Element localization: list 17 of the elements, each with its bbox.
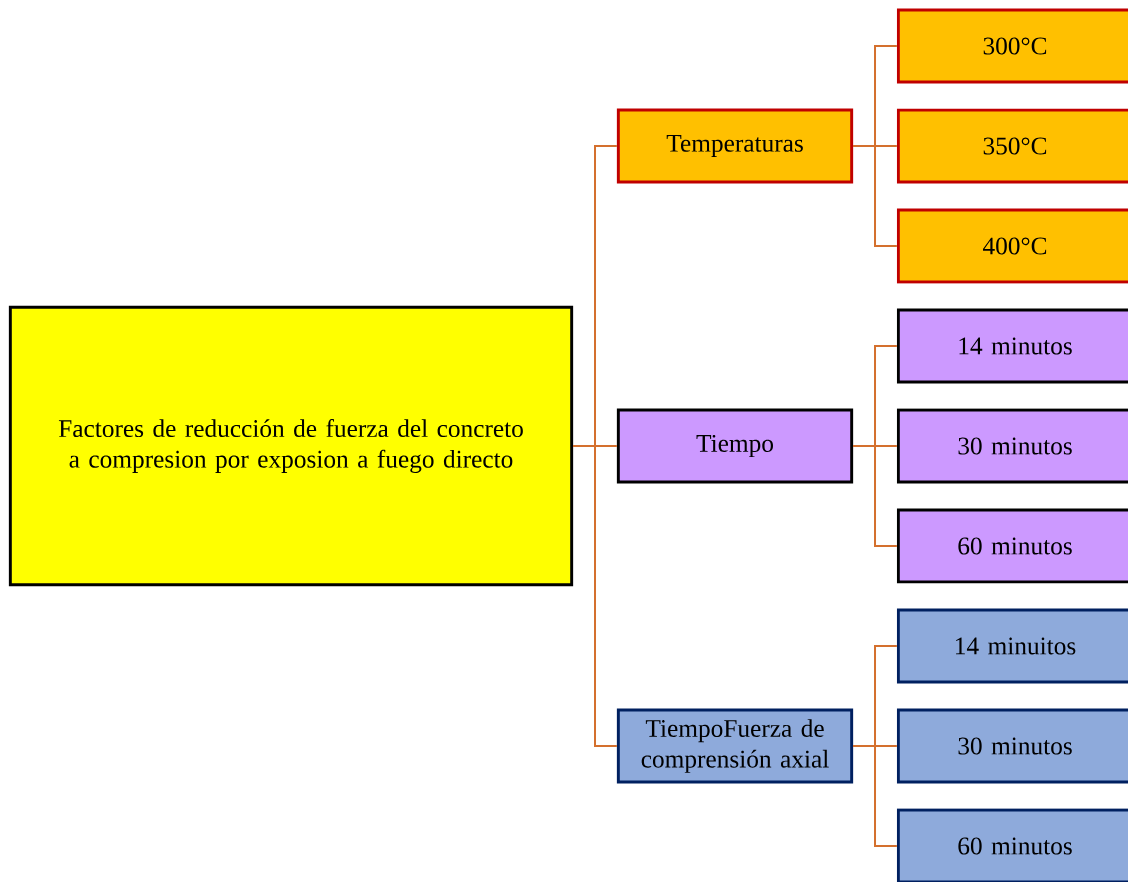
process-box: 400°C bbox=[896, 208, 1128, 284]
connector-line bbox=[852, 445, 898, 547]
process-box: TiempoFuerza de comprensión axial bbox=[616, 708, 854, 784]
process-box: 30 minutos bbox=[896, 408, 1128, 484]
process-box: 60 minutos bbox=[896, 808, 1128, 882]
process-box: 14 minutos bbox=[896, 308, 1128, 384]
process-box: 60 minutos bbox=[896, 508, 1128, 584]
process-box: 14 minuitos bbox=[896, 608, 1128, 684]
process-box: 30 minutos bbox=[896, 708, 1128, 784]
process-box: Tiempo bbox=[616, 408, 854, 484]
connector-line bbox=[852, 745, 898, 847]
process-box: Factores de reducción de fuerza del concreto a compresion por exposion a fuego directo bbox=[8, 305, 574, 587]
connector-line bbox=[852, 145, 898, 247]
process-box: 350°C bbox=[896, 108, 1128, 184]
process-box: Temperaturas bbox=[616, 108, 854, 184]
connector-line bbox=[572, 445, 618, 747]
process-box: 300°C bbox=[896, 8, 1128, 84]
